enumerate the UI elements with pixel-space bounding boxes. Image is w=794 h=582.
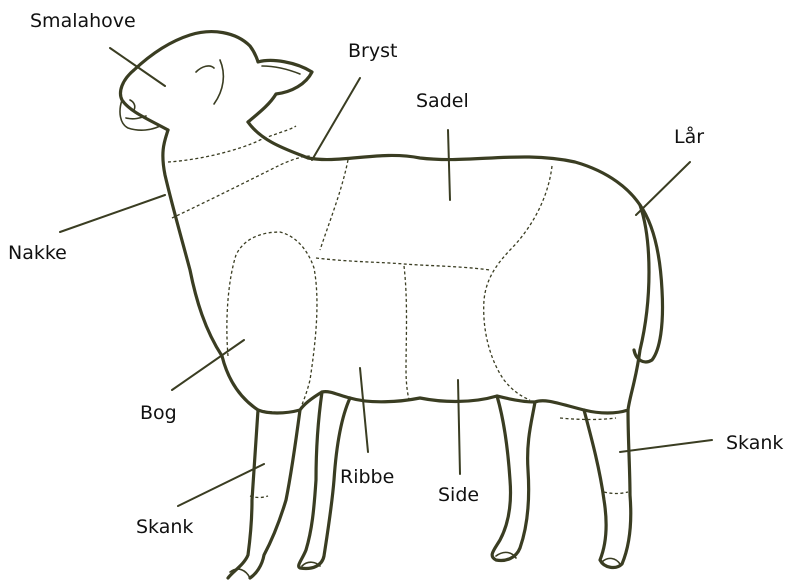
leader-sadel — [448, 130, 450, 200]
cutline-loin-front — [320, 160, 348, 250]
rear-leg-left — [492, 396, 535, 561]
cutline-rear-shank — [560, 418, 616, 420]
label-skank-right: Skank — [726, 432, 783, 454]
rear-leg-right — [584, 410, 631, 567]
label-smalahove: Smalahove — [30, 10, 136, 32]
leader-lar — [636, 162, 690, 215]
eye — [196, 66, 214, 72]
leader-smalahove — [110, 48, 165, 86]
cutline-front-shank-2 — [250, 496, 268, 498]
cutline-rib-side — [404, 266, 410, 402]
label-nakke: Nakke — [8, 242, 67, 264]
label-sadel: Sadel — [416, 90, 469, 112]
label-side: Side — [438, 484, 479, 506]
body-outline — [163, 122, 649, 413]
cutline-leg — [484, 166, 552, 400]
ear-inner — [262, 66, 300, 74]
cutline-rear-shank-2 — [604, 492, 628, 494]
leader-skank-right — [620, 440, 712, 452]
leader-nakke — [60, 195, 165, 232]
cutline-shoulder — [227, 232, 317, 410]
cutline-neck-lower — [172, 156, 310, 218]
label-bog: Bog — [140, 402, 177, 424]
leader-bryst — [312, 78, 360, 160]
face-fold — [214, 60, 223, 104]
leader-side — [458, 380, 460, 474]
leader-ribbe — [360, 368, 368, 452]
head-outline — [121, 32, 313, 130]
cutline-rib-top — [316, 258, 490, 270]
label-bryst: Bryst — [348, 40, 397, 62]
label-skank-left: Skank — [136, 516, 193, 538]
label-lar: Lår — [674, 126, 704, 148]
hoof-3 — [602, 558, 620, 564]
label-ribbe: Ribbe — [340, 466, 394, 488]
front-leg-left — [228, 410, 300, 578]
